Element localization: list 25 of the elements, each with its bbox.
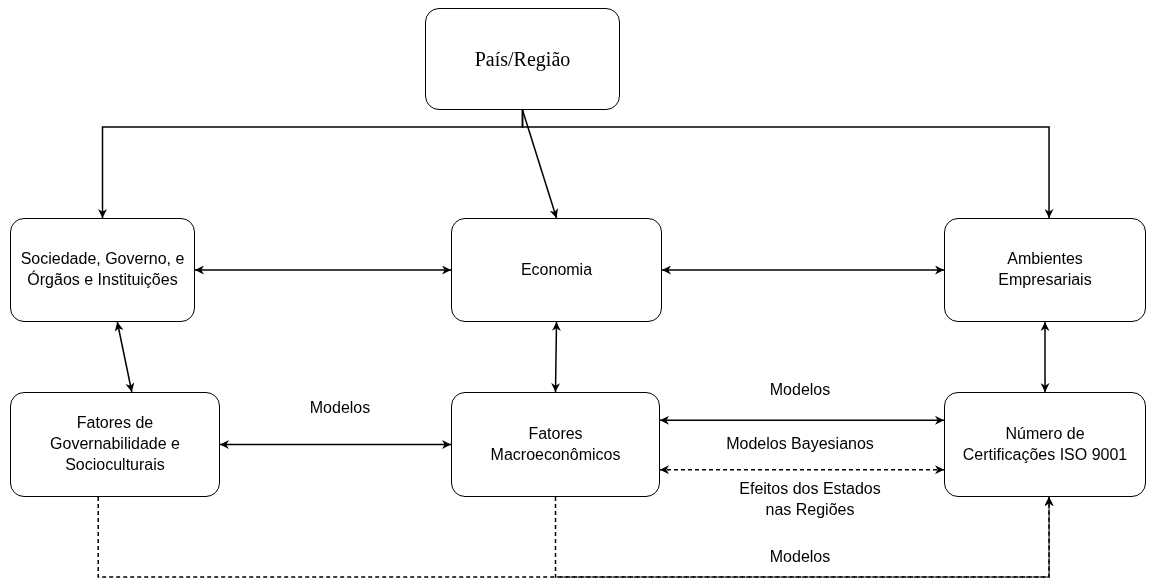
process-box xyxy=(451,392,660,497)
node-text: Fatores de Governabilidade e Socioculturais xyxy=(49,413,181,475)
arrow xyxy=(521,109,1054,219)
process-box xyxy=(10,218,195,322)
arrow xyxy=(114,321,135,393)
node-text: Ambientes Empresariais xyxy=(997,249,1093,290)
node-text: Sociedade, Governo, e Órgãos e Instituições xyxy=(19,249,186,290)
node-text: Economia xyxy=(520,259,593,280)
dashed-arrow xyxy=(554,496,1054,578)
process-box xyxy=(451,218,662,322)
arrow xyxy=(1040,321,1050,393)
arrow xyxy=(194,265,452,275)
arrow xyxy=(551,321,561,393)
arrow xyxy=(521,109,559,219)
dashed-arrow xyxy=(659,465,945,475)
node-text: Fatores Macroeconômicos xyxy=(489,423,622,465)
node-text: País/Região xyxy=(474,47,571,72)
process-box xyxy=(425,8,620,110)
process-box xyxy=(10,392,220,497)
node-text: Número de Certificações ISO 9001 xyxy=(961,423,1129,465)
arrow xyxy=(659,415,945,425)
process-box xyxy=(944,218,1146,322)
process-box xyxy=(944,392,1146,497)
arrow xyxy=(661,265,945,275)
arrow xyxy=(219,440,452,449)
